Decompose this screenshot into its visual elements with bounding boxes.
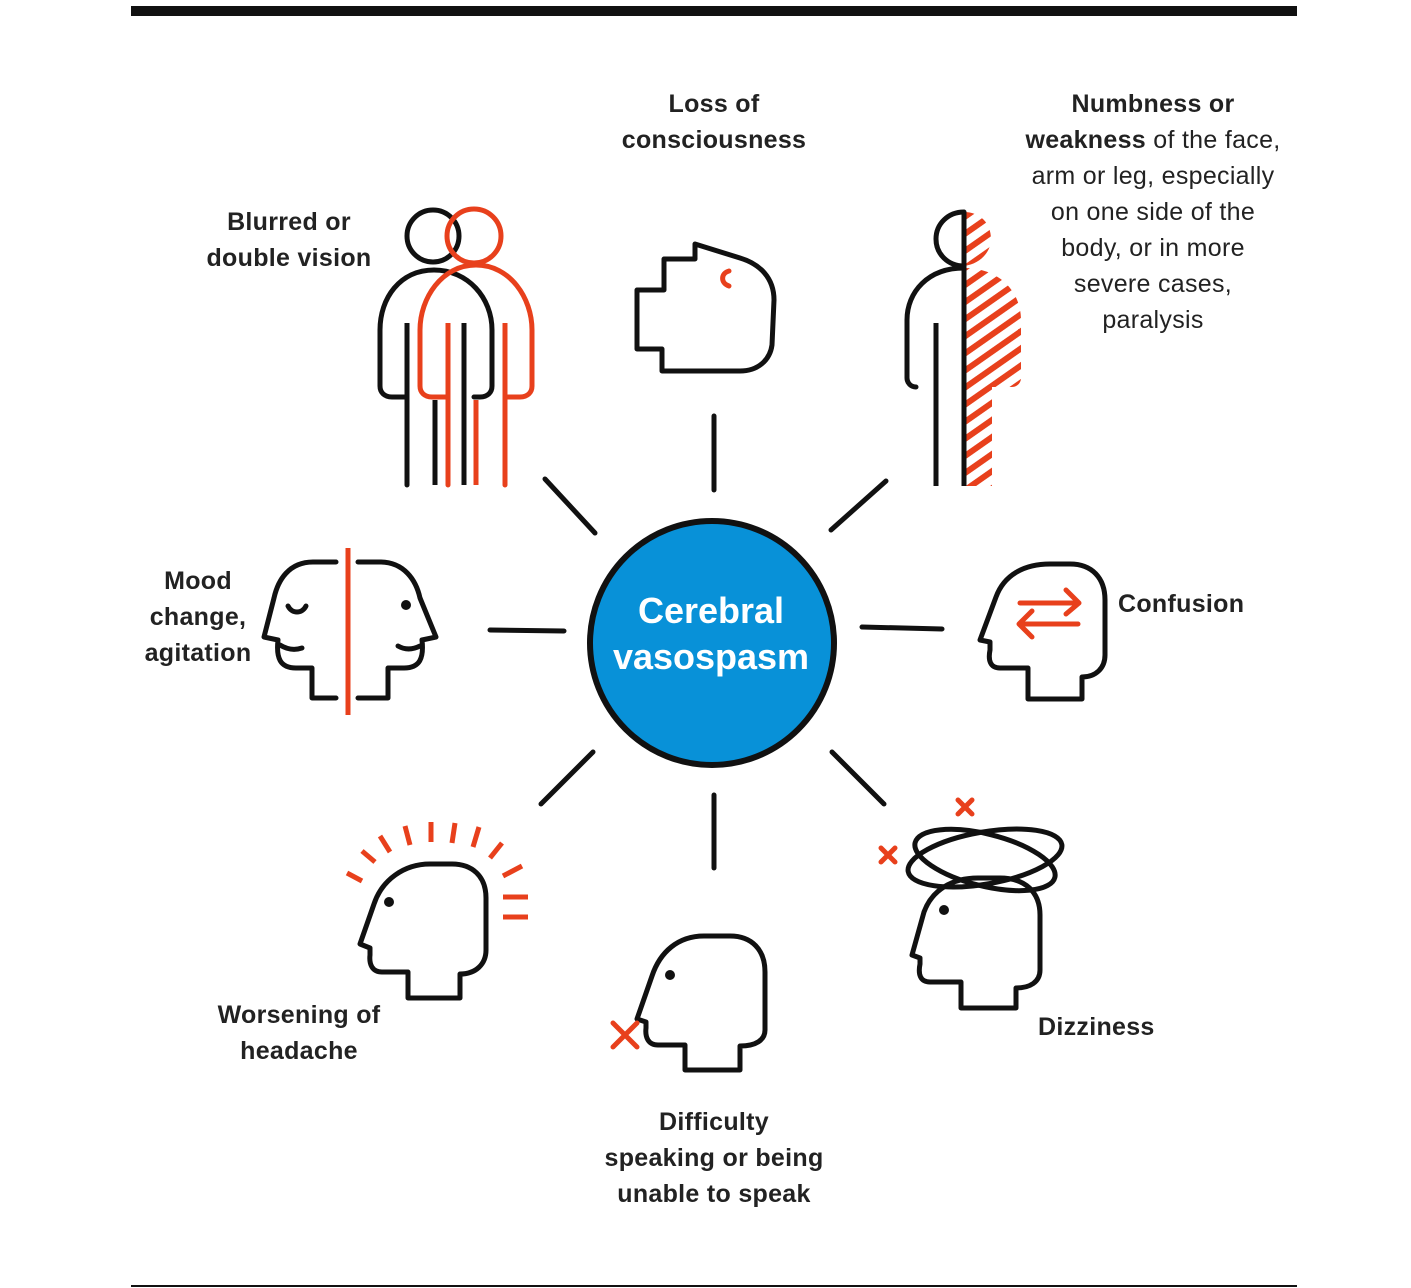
label-line: arm or leg, especially (1031, 162, 1275, 190)
label-line: Worsening of (217, 1001, 381, 1029)
label-line: agitation (144, 639, 252, 667)
center-title-line-2: vasospasm (612, 636, 810, 677)
label-line: Confusion (1118, 590, 1245, 618)
label-line: Difficulty (659, 1108, 769, 1136)
label-blurred-vision: Blurred or double vision (190, 204, 388, 276)
label-line: consciousness (621, 126, 807, 154)
spoke-bottom-right (829, 749, 887, 807)
spoke-left (487, 627, 567, 634)
label-bold-fragment: weakness (1025, 126, 1146, 154)
label-line: speaking or being (604, 1144, 824, 1172)
top-rule (131, 6, 1297, 16)
label-line: double vision (206, 244, 372, 272)
spoke-top-left (542, 476, 598, 536)
double-person-icon (377, 206, 535, 488)
label-loss-of-consciousness: Loss of consciousness (584, 86, 844, 158)
headache-head-icon (345, 822, 528, 1001)
label-line: unable to speak (617, 1180, 811, 1208)
label-line: Dizziness (1038, 1013, 1155, 1041)
spoke-bottom-left (538, 749, 596, 807)
label-line: Blurred or (227, 208, 351, 236)
label-line: change, (149, 603, 247, 631)
label-line: on one side of the (1050, 198, 1256, 226)
label-line: Loss of (668, 90, 760, 118)
label-line: body, or in more (1061, 234, 1245, 262)
bottom-rule (131, 1285, 1297, 1287)
split-faces-icon (261, 548, 439, 715)
label-confusion: Confusion (1118, 586, 1263, 622)
spoke-top-right (828, 478, 889, 533)
fainting-head-icon (634, 241, 777, 374)
dizzy-head-icon (878, 797, 1065, 1011)
label-plain-fragment: of the face, (1146, 126, 1281, 154)
label-line: Numbness or (1071, 90, 1235, 118)
label-line: weakness of the face, (1002, 122, 1304, 158)
label-line: headache (240, 1037, 358, 1065)
connector-spokes (487, 413, 945, 871)
label-line: severe cases, (1073, 270, 1233, 298)
center-title-line-1: Cerebral (637, 590, 785, 631)
head-arrows-icon (977, 561, 1108, 702)
label-dizziness: Dizziness (1038, 1009, 1173, 1045)
label-line: Mood (164, 567, 232, 595)
label-numbness: Numbness or weakness of the face, arm or… (1002, 86, 1304, 338)
label-difficulty-speaking: Difficulty speaking or being unable to s… (574, 1104, 854, 1212)
mute-head-icon (610, 933, 768, 1073)
label-line: paralysis (1102, 306, 1204, 334)
label-headache: Worsening of headache (190, 997, 408, 1069)
spoke-right (859, 624, 945, 632)
center-circle (587, 518, 837, 768)
label-mood-change: Mood change, agitation (130, 563, 266, 671)
center-title: Cerebral vasospasm (582, 588, 840, 680)
